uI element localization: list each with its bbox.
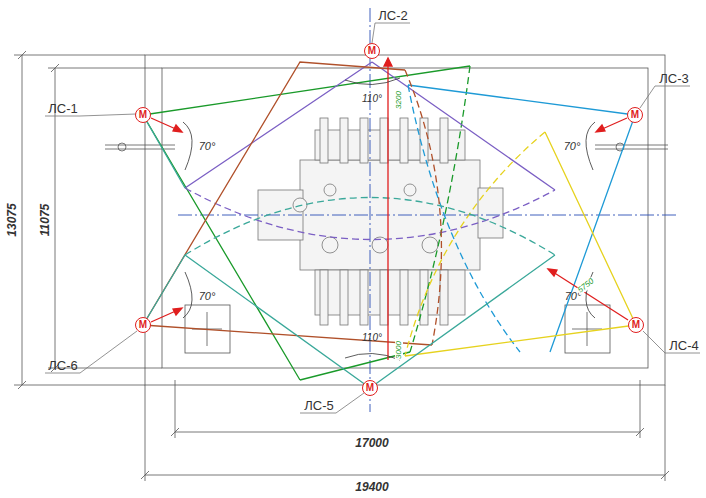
lamp-symbol: М: [632, 320, 640, 330]
lamp-symbol: М: [366, 383, 374, 393]
lamp-marker: ЛС-5М: [362, 380, 378, 396]
lamp-label: ЛС-4: [669, 339, 698, 352]
dimension-value: 19400: [355, 481, 388, 493]
lamp-symbol: М: [139, 320, 147, 330]
lamp-label: ЛС-5: [304, 399, 333, 412]
lamp-symbol: М: [368, 46, 376, 56]
lamp-label: ЛС-1: [48, 102, 77, 115]
lamp-symbol: М: [631, 110, 639, 120]
lamp-label: ЛС-3: [659, 72, 688, 85]
lamp-label: ЛС-2: [378, 9, 407, 22]
angle-value: 110°: [362, 94, 382, 104]
lamp-marker: ЛС-3М: [627, 107, 643, 123]
lamp-marker: ЛС-2М: [364, 43, 380, 59]
lamp-marker: ЛС-4М: [628, 317, 644, 333]
angle-value: 70°: [564, 141, 581, 152]
distance-value: 3000: [395, 340, 403, 360]
lamp-symbol: М: [139, 110, 147, 120]
lamp-label: ЛС-6: [48, 359, 77, 372]
angle-value: 70°: [199, 291, 216, 302]
angle-value: 70°: [199, 141, 216, 152]
distance-value: 3200: [395, 90, 403, 110]
lamp-marker: ЛС-1М: [135, 107, 151, 123]
dimension-value: 17000: [355, 437, 388, 449]
dimension-value: 13075: [6, 203, 18, 236]
lamp-marker: ЛС-6М: [135, 317, 151, 333]
dimension-value: 11075: [39, 204, 51, 236]
angle-value: 110°: [362, 333, 382, 343]
